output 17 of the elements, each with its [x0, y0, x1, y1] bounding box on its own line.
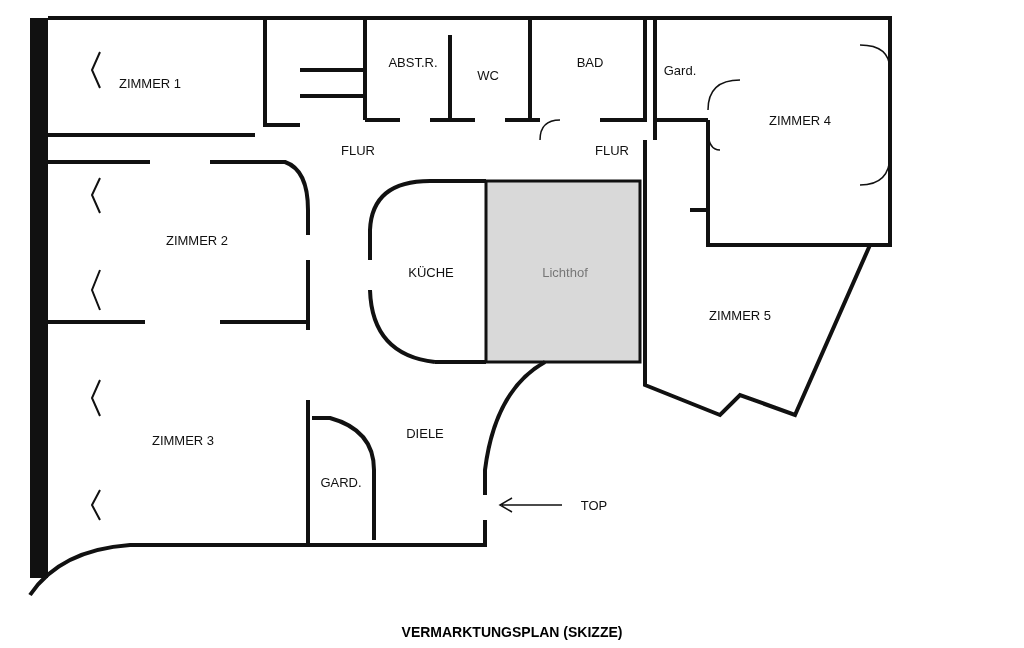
room-label: FLUR: [595, 142, 629, 158]
room-label: FLUR: [341, 142, 375, 158]
room-label: ZIMMER 4: [768, 112, 832, 128]
room-label: ZIMMER 2: [165, 232, 229, 248]
room-label: ZIMMER 3: [151, 432, 215, 448]
room-label: GARD.: [320, 474, 362, 490]
room-label: ZIMMER 1: [118, 75, 182, 91]
room-label: ZIMMER 5: [708, 307, 772, 323]
room-label: Lichthof: [542, 264, 588, 280]
room-label: ABST.R.: [388, 54, 438, 70]
room-label: DIELE: [406, 425, 444, 441]
room-label: BAD: [576, 54, 604, 70]
entrance-label: TOP: [580, 497, 608, 513]
room-label: Gard.: [663, 62, 697, 78]
room-label: WC: [477, 67, 499, 83]
plan-caption: VERMARKTUNGSPLAN (SKIZZE): [401, 624, 623, 640]
room-label: KÜCHE: [408, 264, 454, 280]
